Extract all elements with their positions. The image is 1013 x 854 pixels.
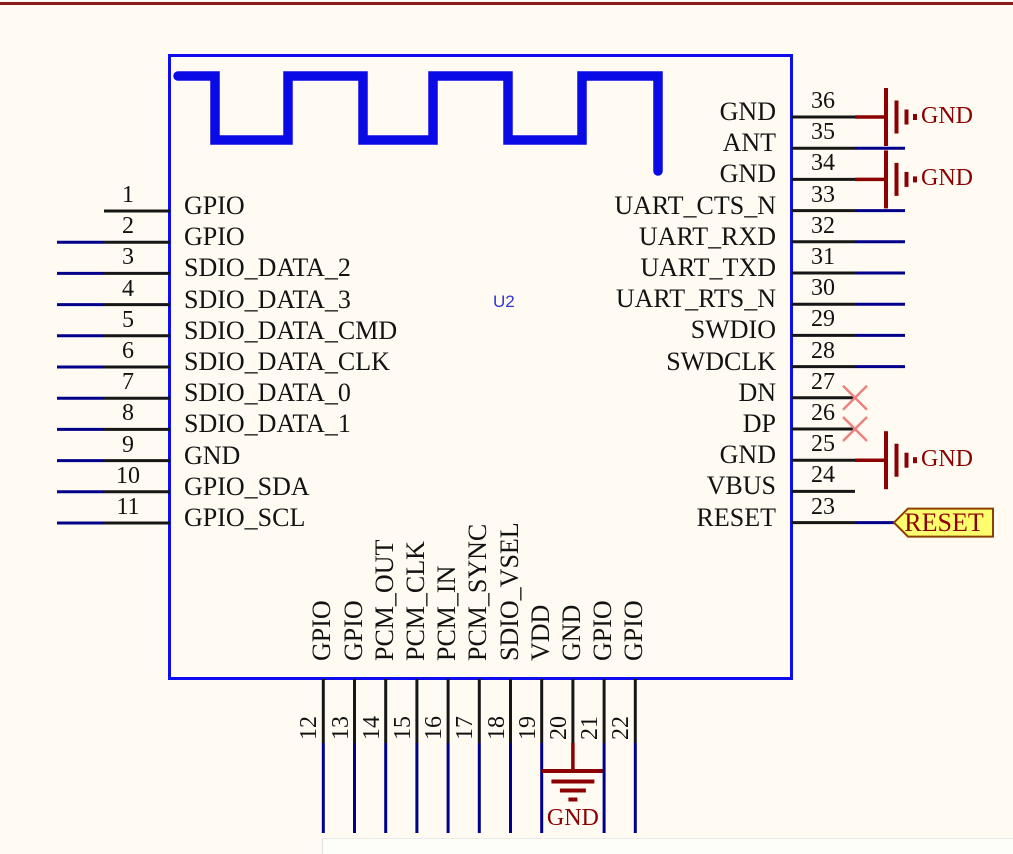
pin-name: SDIO_DATA_3 bbox=[184, 284, 351, 314]
pin-name: UART_RXD bbox=[638, 221, 776, 251]
pin-number: 15 bbox=[389, 716, 416, 740]
pin-name: GPIO_SDA bbox=[184, 471, 310, 501]
antenna-trace[interactable] bbox=[173, 71, 663, 176]
pin-name: SDIO_DATA_CMD bbox=[184, 315, 398, 345]
gnd-net-label: GND bbox=[921, 103, 973, 129]
pin-number: 33 bbox=[811, 181, 835, 208]
pin-name: GND bbox=[719, 97, 776, 126]
pin-number: 28 bbox=[811, 337, 835, 364]
pin-name: GPIO bbox=[184, 222, 245, 252]
pin-number: 3 bbox=[122, 244, 134, 271]
pin-name: UART_CTS_N bbox=[614, 190, 776, 220]
gnd-net-label: GND bbox=[546, 805, 599, 831]
pin-number: 26 bbox=[811, 400, 835, 426]
pin-name: VDD bbox=[525, 604, 555, 661]
pin-number: 25 bbox=[811, 431, 835, 458]
sheet-border-line bbox=[0, 2, 1013, 5]
pin-name: SWDCLK bbox=[666, 346, 776, 376]
gnd-net-label: GND bbox=[921, 446, 973, 473]
pin-name: GPIO bbox=[184, 191, 245, 220]
pin-name: GND bbox=[184, 440, 241, 470]
reset-net-label[interactable]: RESET bbox=[904, 507, 984, 537]
pin-name: PCM_SYNC bbox=[463, 523, 493, 661]
pin-number: 8 bbox=[122, 400, 134, 427]
pin-number: 17 bbox=[452, 716, 479, 740]
pin-number: 36 bbox=[811, 88, 835, 114]
reset-net-flag[interactable] bbox=[892, 507, 994, 538]
no-connect-x[interactable] bbox=[842, 384, 868, 411]
no-connect-x[interactable] bbox=[842, 416, 868, 442]
pin-number: 12 bbox=[296, 716, 323, 740]
pin-name: PCM_CLK bbox=[400, 541, 430, 661]
pin-number: 18 bbox=[483, 716, 510, 740]
pin-name: PCM_OUT bbox=[369, 539, 399, 661]
pin-name: SWDIO bbox=[690, 315, 776, 345]
pin-number: 10 bbox=[116, 462, 140, 489]
pin-name: SDIO_DATA_CLK bbox=[184, 347, 390, 376]
pin-name: DP bbox=[742, 409, 776, 438]
pin-name: GND bbox=[556, 604, 586, 661]
pin-number: 7 bbox=[122, 369, 134, 396]
pin-number: 16 bbox=[421, 716, 448, 740]
pin-number: 6 bbox=[122, 338, 134, 364]
pin-number: 24 bbox=[811, 462, 835, 489]
pin-number: 27 bbox=[811, 368, 835, 395]
pin-name: GPIO bbox=[588, 600, 618, 661]
pin-number: 4 bbox=[122, 275, 134, 302]
pin-number: 1 bbox=[122, 182, 134, 208]
pin-number: 14 bbox=[358, 716, 385, 740]
pin-name: PCM_IN bbox=[432, 565, 462, 661]
pin-number: 9 bbox=[122, 431, 134, 458]
pin-number: 31 bbox=[811, 244, 835, 270]
pin-number: 13 bbox=[327, 716, 354, 740]
pin-number: 11 bbox=[116, 494, 140, 520]
pin-number: 20 bbox=[545, 716, 572, 740]
pin-number: 21 bbox=[577, 716, 604, 740]
pin-number: 34 bbox=[811, 150, 835, 177]
pin-number: 2 bbox=[122, 213, 134, 240]
pin-name: DN bbox=[738, 377, 776, 407]
pin-name: SDIO_VSEL bbox=[494, 522, 524, 661]
panel-seam bbox=[322, 838, 1013, 854]
pin-number: 35 bbox=[811, 119, 835, 146]
pin-number: 32 bbox=[811, 212, 835, 239]
pin-name: GPIO bbox=[619, 600, 649, 661]
gnd-net-label: GND bbox=[921, 165, 973, 192]
pin-number: 29 bbox=[811, 306, 835, 333]
pin-name: SDIO_DATA_0 bbox=[184, 378, 351, 408]
pin-name: RESET bbox=[696, 502, 776, 532]
pin-number: 23 bbox=[811, 493, 835, 520]
pin-name: GPIO_SCL bbox=[184, 503, 306, 532]
pin-name: VBUS bbox=[706, 471, 776, 501]
pin-number: 30 bbox=[811, 275, 835, 302]
pin-number: 5 bbox=[122, 306, 134, 333]
pin-name: SDIO_DATA_1 bbox=[184, 409, 351, 439]
pin-name: UART_RTS_N bbox=[615, 284, 776, 314]
pin-number: 19 bbox=[514, 716, 541, 740]
pin-name: SDIO_DATA_2 bbox=[184, 253, 351, 283]
pin-name: GPIO bbox=[307, 600, 337, 661]
reference-designator[interactable]: U2 bbox=[493, 292, 515, 311]
pin-name: GND bbox=[719, 159, 776, 189]
pin-number: 22 bbox=[608, 716, 635, 740]
pin-name: GND bbox=[719, 440, 776, 470]
pin-name: GPIO bbox=[338, 600, 368, 661]
pin-name: UART_TXD bbox=[640, 253, 776, 282]
pin-name: ANT bbox=[722, 128, 776, 158]
